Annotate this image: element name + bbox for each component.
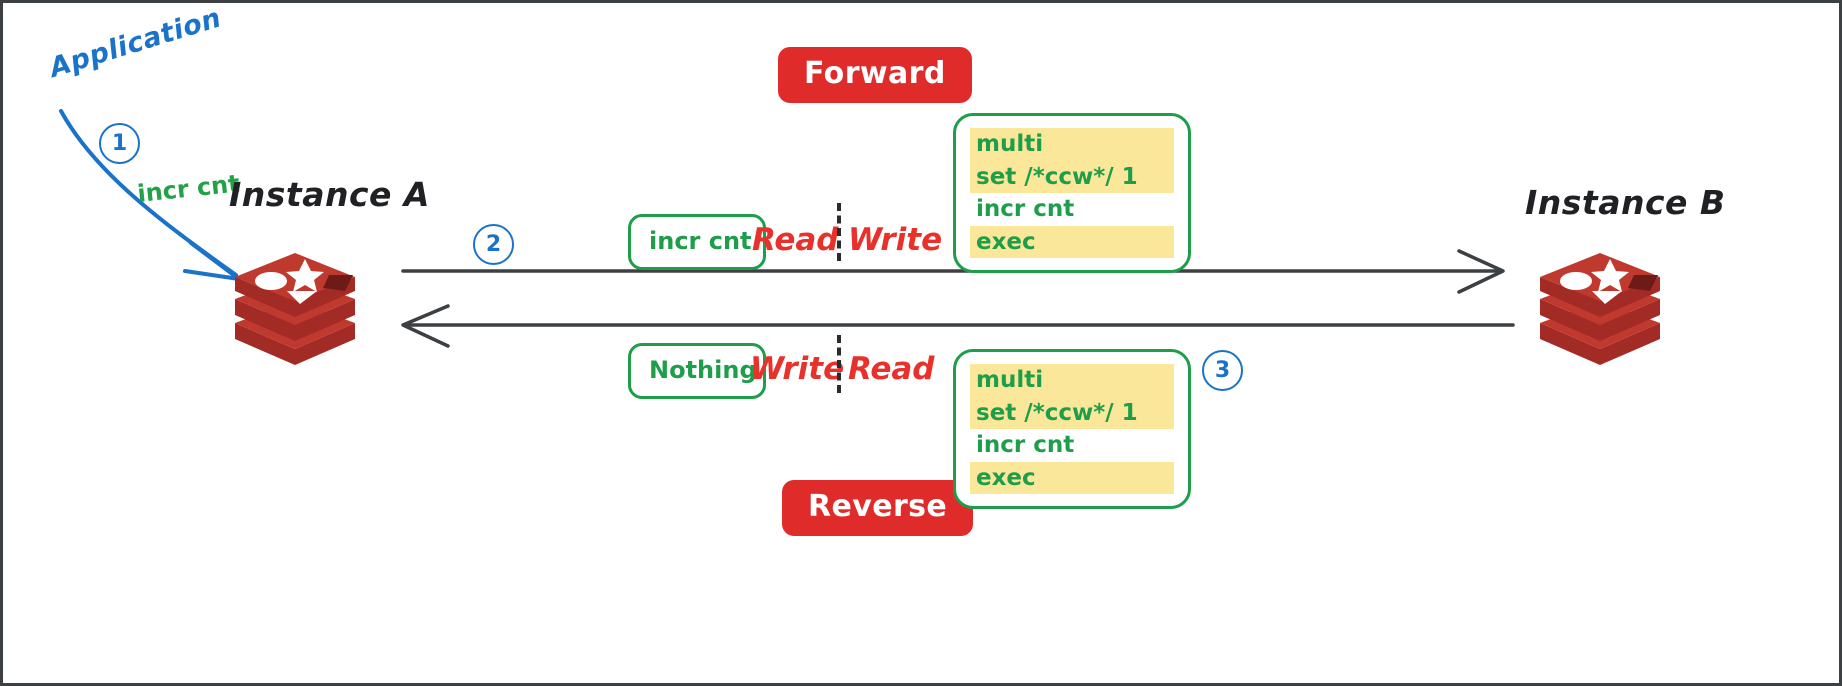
forward-arrow (401, 249, 1505, 294)
forward-write-label: Write (848, 222, 943, 258)
step-marker-3: 3 (1202, 350, 1243, 391)
reverse-code-box: multi set /*ccw*/ 1 incr cnt exec (953, 349, 1191, 510)
code-line: exec (970, 225, 1174, 259)
reverse-chip: Nothing (628, 343, 766, 399)
forward-code-box: multi set /*ccw*/ 1 incr cnt exec (953, 113, 1191, 274)
instance-a-label: Instance A (229, 175, 430, 214)
step-marker-2: 2 (473, 224, 514, 265)
code-line: multi (970, 128, 1174, 161)
redis-logo-instance-a (235, 253, 355, 365)
reverse-arrow (401, 304, 1515, 348)
code-line: exec (970, 461, 1174, 495)
forward-chip: incr cnt (628, 214, 766, 270)
redis-logo-instance-b (1540, 253, 1660, 365)
reverse-read-label: Read (848, 351, 935, 387)
code-line: set /*ccw*/ 1 (970, 396, 1174, 430)
code-line: incr cnt (976, 196, 1075, 223)
forward-divider (837, 203, 841, 261)
instance-b-label: Instance B (1525, 183, 1726, 222)
code-line: incr cnt (976, 432, 1075, 459)
forward-read-label: Read (752, 222, 839, 258)
reverse-divider (837, 335, 841, 393)
reverse-badge: Reverse (782, 480, 974, 536)
step-marker-1: 1 (99, 123, 140, 164)
forward-badge: Forward (778, 47, 972, 103)
code-line: multi (970, 364, 1174, 397)
reverse-write-label: Write (750, 351, 845, 387)
code-line: set /*ccw*/ 1 (970, 160, 1174, 194)
